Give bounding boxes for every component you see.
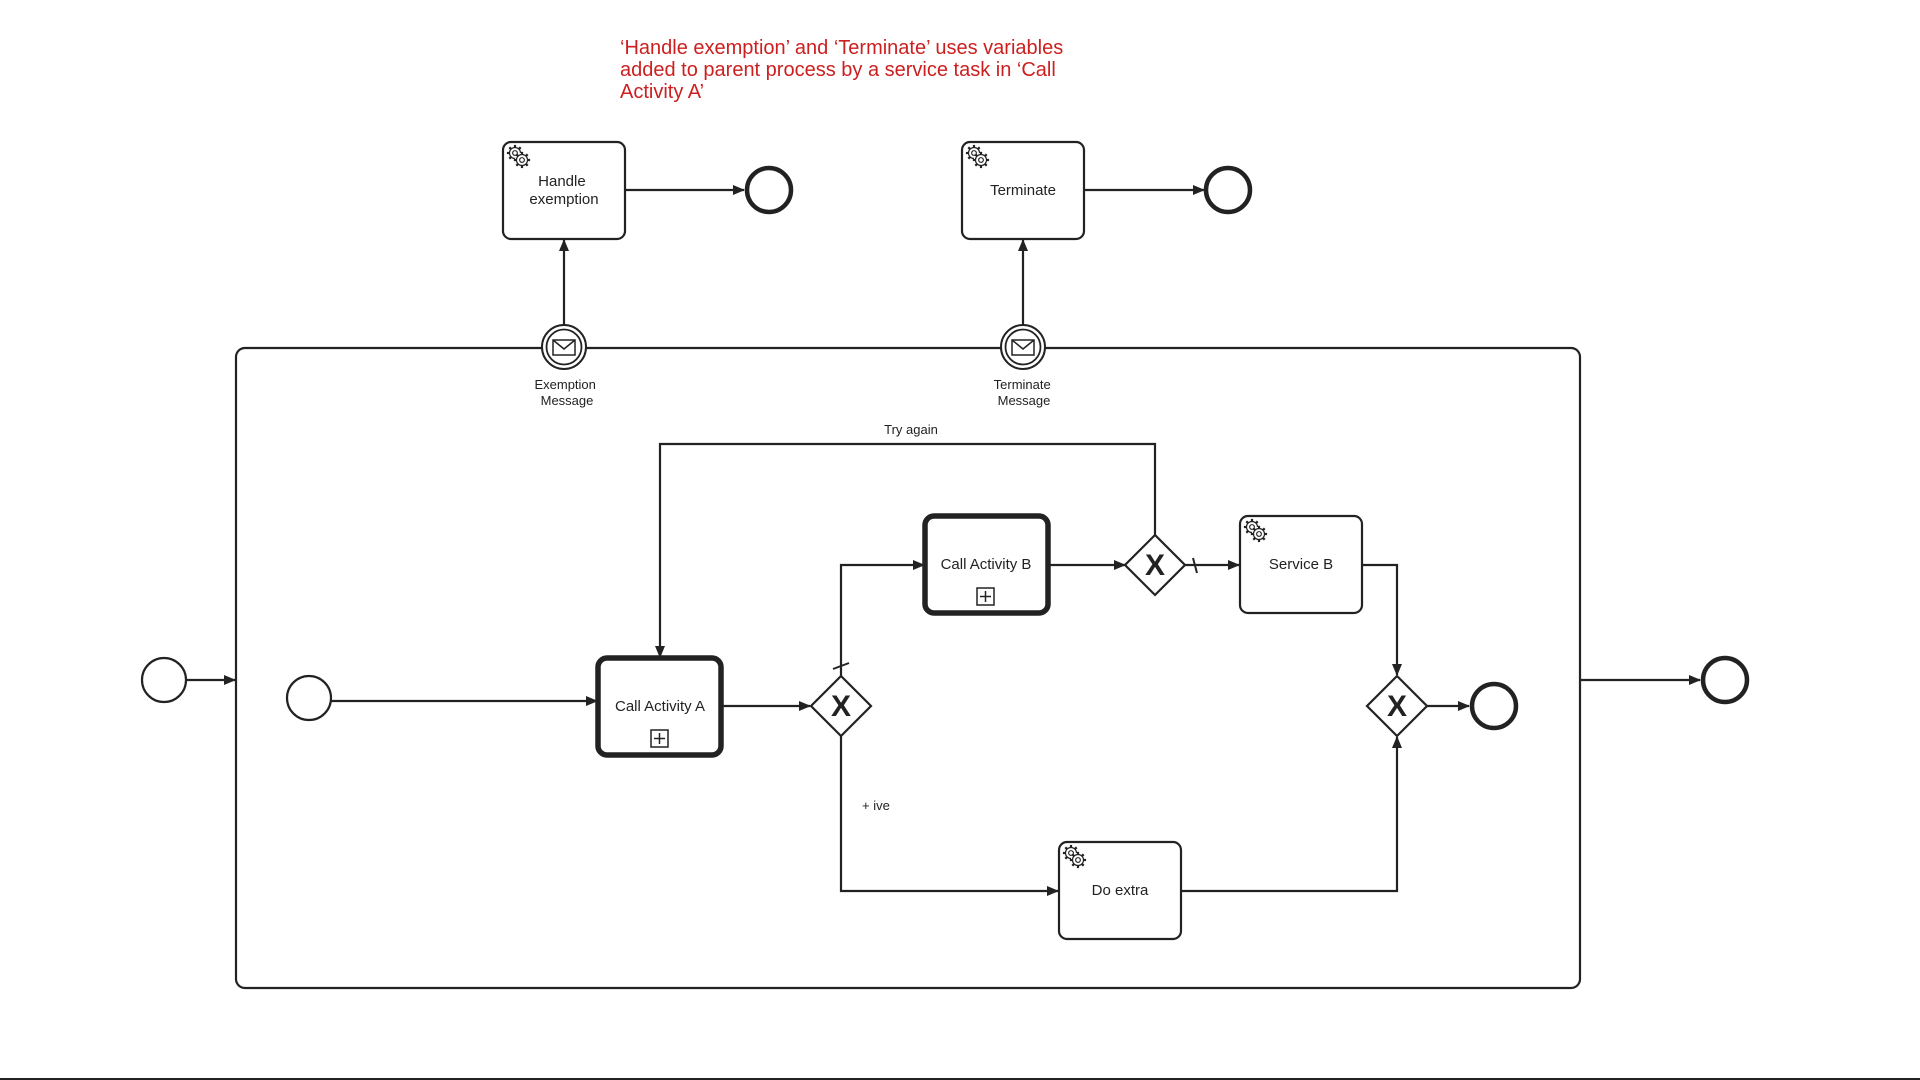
svg-text:Terminate Message: Terminate Message bbox=[994, 377, 1055, 408]
flow-gateway1-to-call-b bbox=[839, 560, 925, 676]
flow-do-extra-to-gateway3 bbox=[1181, 736, 1402, 893]
task-label-line-1: Call Activity A bbox=[615, 698, 705, 715]
flow-gateway1-to-do-extra bbox=[839, 736, 1059, 896]
gateway-marker: X bbox=[831, 690, 851, 723]
annotation-line-2: added to parent process by a service tas… bbox=[620, 59, 1056, 81]
gateway-marker: X bbox=[1145, 549, 1165, 582]
end-event-outer[interactable] bbox=[1700, 655, 1750, 705]
svg-text:Call Activity A: Call Activity A bbox=[615, 698, 705, 715]
boundary-event-terminate-message[interactable] bbox=[1000, 324, 1046, 370]
svg-text:Call Activity B: Call Activity B bbox=[941, 556, 1032, 573]
subprocess-container[interactable] bbox=[234, 346, 1582, 990]
exclusive-gateway-2[interactable]: X bbox=[1123, 533, 1187, 597]
start-event-inner[interactable] bbox=[285, 674, 333, 722]
call-activity-b[interactable]: Call Activity B bbox=[922, 513, 1051, 616]
flow-try-again bbox=[655, 442, 1157, 658]
envelope-icon bbox=[1011, 339, 1035, 356]
annotation-text: ‘Handle exemption’ and ‘Terminate’ uses … bbox=[620, 37, 1069, 103]
task-label-line-1: Handle bbox=[538, 173, 586, 190]
svg-text:Service B: Service B bbox=[1269, 556, 1333, 573]
end-event-terminate[interactable] bbox=[1203, 165, 1253, 215]
flow-label-try-again: Try again bbox=[884, 422, 938, 437]
event-label-line-2: Message bbox=[541, 393, 594, 408]
default-flow-marker bbox=[1192, 557, 1198, 574]
task-handle-exemption[interactable]: Handle exemption bbox=[501, 140, 627, 241]
svg-text:Exemption Message: Exemption Message bbox=[534, 377, 599, 408]
exclusive-gateway-1[interactable]: X bbox=[809, 674, 873, 738]
envelope-icon bbox=[552, 339, 576, 356]
task-label-line-1: Terminate bbox=[990, 182, 1056, 199]
event-label-line-1: Terminate bbox=[994, 377, 1051, 392]
svg-text:Do extra: Do extra bbox=[1092, 882, 1149, 899]
subprocess-marker-icon bbox=[976, 587, 995, 606]
annotation-line-3: Activity A’ bbox=[620, 81, 704, 103]
svg-text:Terminate: Terminate bbox=[990, 182, 1056, 199]
task-label-line-2: exemption bbox=[529, 191, 598, 208]
task-service-b[interactable]: Service B bbox=[1238, 514, 1364, 615]
task-label-line-1: Service B bbox=[1269, 556, 1333, 573]
event-label-line-1: Exemption bbox=[534, 377, 595, 392]
default-flow-marker bbox=[832, 662, 850, 670]
gateway-marker: X bbox=[1387, 690, 1407, 723]
task-do-extra[interactable]: Do extra bbox=[1057, 840, 1183, 941]
task-label-line-1: Do extra bbox=[1092, 882, 1149, 899]
flow-label-positive: + ive bbox=[862, 798, 890, 813]
task-label-line-1: Call Activity B bbox=[941, 556, 1032, 573]
bottom-border bbox=[0, 1078, 1920, 1080]
boundary-event-exemption-message[interactable] bbox=[541, 324, 587, 370]
annotation-line-1: ‘Handle exemption’ and ‘Terminate’ uses … bbox=[620, 37, 1063, 59]
end-event-inner[interactable] bbox=[1469, 681, 1519, 731]
exclusive-gateway-3[interactable]: X bbox=[1365, 674, 1429, 738]
event-label-line-2: Message bbox=[998, 393, 1051, 408]
subprocess-marker-icon bbox=[650, 729, 669, 748]
svg-text:Handle exemption: Handle exemption bbox=[529, 173, 598, 208]
end-event-exemption[interactable] bbox=[744, 165, 794, 215]
flow-service-b-to-gateway3 bbox=[1362, 563, 1402, 676]
call-activity-a[interactable]: Call Activity A bbox=[595, 655, 724, 758]
task-terminate[interactable]: Terminate bbox=[960, 140, 1086, 241]
start-event-outer[interactable] bbox=[140, 656, 188, 704]
